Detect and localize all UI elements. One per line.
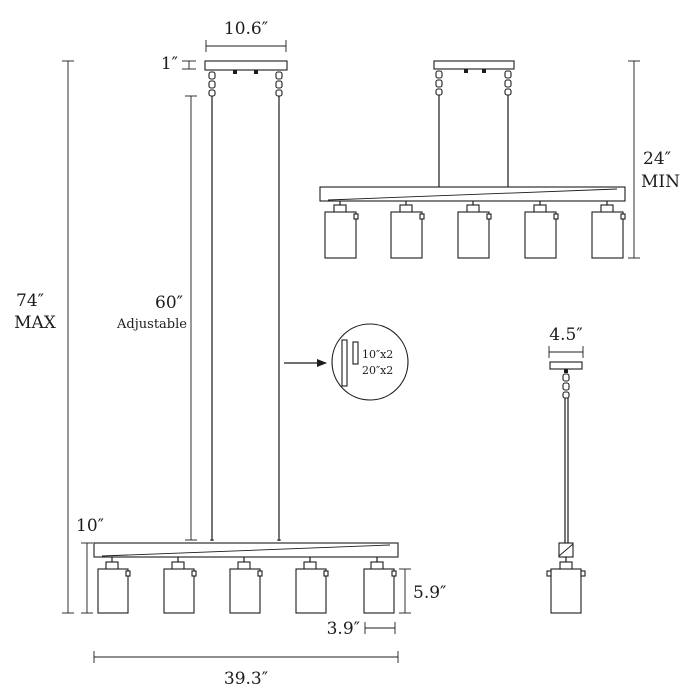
light-shades — [324, 201, 626, 259]
rod-10-label: 10″x2 — [362, 348, 393, 361]
light-shade — [163, 557, 197, 614]
bar-width-dimension: 39.3″ — [93, 651, 399, 689]
shade-width-dimension: 3.9″ — [327, 619, 396, 639]
light-shade — [97, 557, 131, 614]
rod-adjustable-note: Adjustable — [116, 317, 187, 332]
bar-height-label: 10″ — [76, 516, 104, 536]
light-shade — [591, 201, 626, 259]
hanging-rods — [208, 71, 283, 541]
bar-height-dimension: 10″ — [76, 516, 104, 614]
canopy-width-dimension: 10.6″ — [205, 19, 287, 52]
long-rod-piece — [341, 339, 348, 387]
shade-height-label: 5.9″ — [413, 583, 446, 603]
ceiling-canopy — [433, 60, 515, 73]
side-canopy-width-label: 4.5″ — [549, 325, 582, 345]
bar-width-label: 39.3″ — [224, 669, 268, 689]
light-shade — [229, 557, 263, 614]
total-height-value: 74″ — [16, 291, 44, 311]
min-height-dimension: 24″ MIN — [628, 60, 680, 259]
min-height-min-label: MIN — [641, 172, 680, 192]
rod-length-label: 60″ — [155, 293, 183, 313]
min-height-value: 24″ — [643, 149, 671, 169]
hanging-rods — [562, 373, 570, 543]
hanging-rods — [435, 70, 512, 187]
shade-width-label: 3.9″ — [327, 619, 360, 639]
light-shade — [390, 201, 425, 259]
fixture-bar — [93, 542, 399, 558]
short-rod-piece — [352, 341, 359, 365]
light-shade — [295, 557, 329, 614]
light-shades — [97, 557, 397, 614]
ceiling-canopy — [549, 361, 583, 373]
front-view: 10.6″ 1″ — [14, 19, 446, 689]
total-height-max-label: MAX — [14, 313, 57, 333]
fixture-bar — [319, 186, 626, 202]
shade-height-dimension: 5.9″ — [399, 568, 446, 614]
rod-length-dimension: 60″ Adjustable — [116, 95, 197, 541]
light-shade — [363, 557, 397, 614]
light-shade — [524, 201, 559, 259]
canopy-height-label: 1″ — [161, 54, 178, 74]
light-shade — [457, 201, 492, 259]
light-shade — [546, 557, 586, 614]
side-view: 4.5″ — [546, 325, 586, 614]
rod-detail-callout: 10″x2 20″x2 — [284, 323, 409, 401]
rod-20-label: 20″x2 — [362, 364, 393, 377]
canopy-width-label: 10.6″ — [224, 19, 268, 39]
total-height-dimension: 74″ MAX — [14, 60, 74, 614]
ceiling-canopy — [204, 60, 288, 74]
min-height-view: 24″ MIN — [319, 60, 680, 259]
light-shade — [324, 201, 359, 259]
canopy-height-dimension: 1″ — [161, 54, 196, 74]
side-canopy-width-dimension: 4.5″ — [548, 325, 584, 358]
side-fixture-bar — [558, 542, 574, 558]
